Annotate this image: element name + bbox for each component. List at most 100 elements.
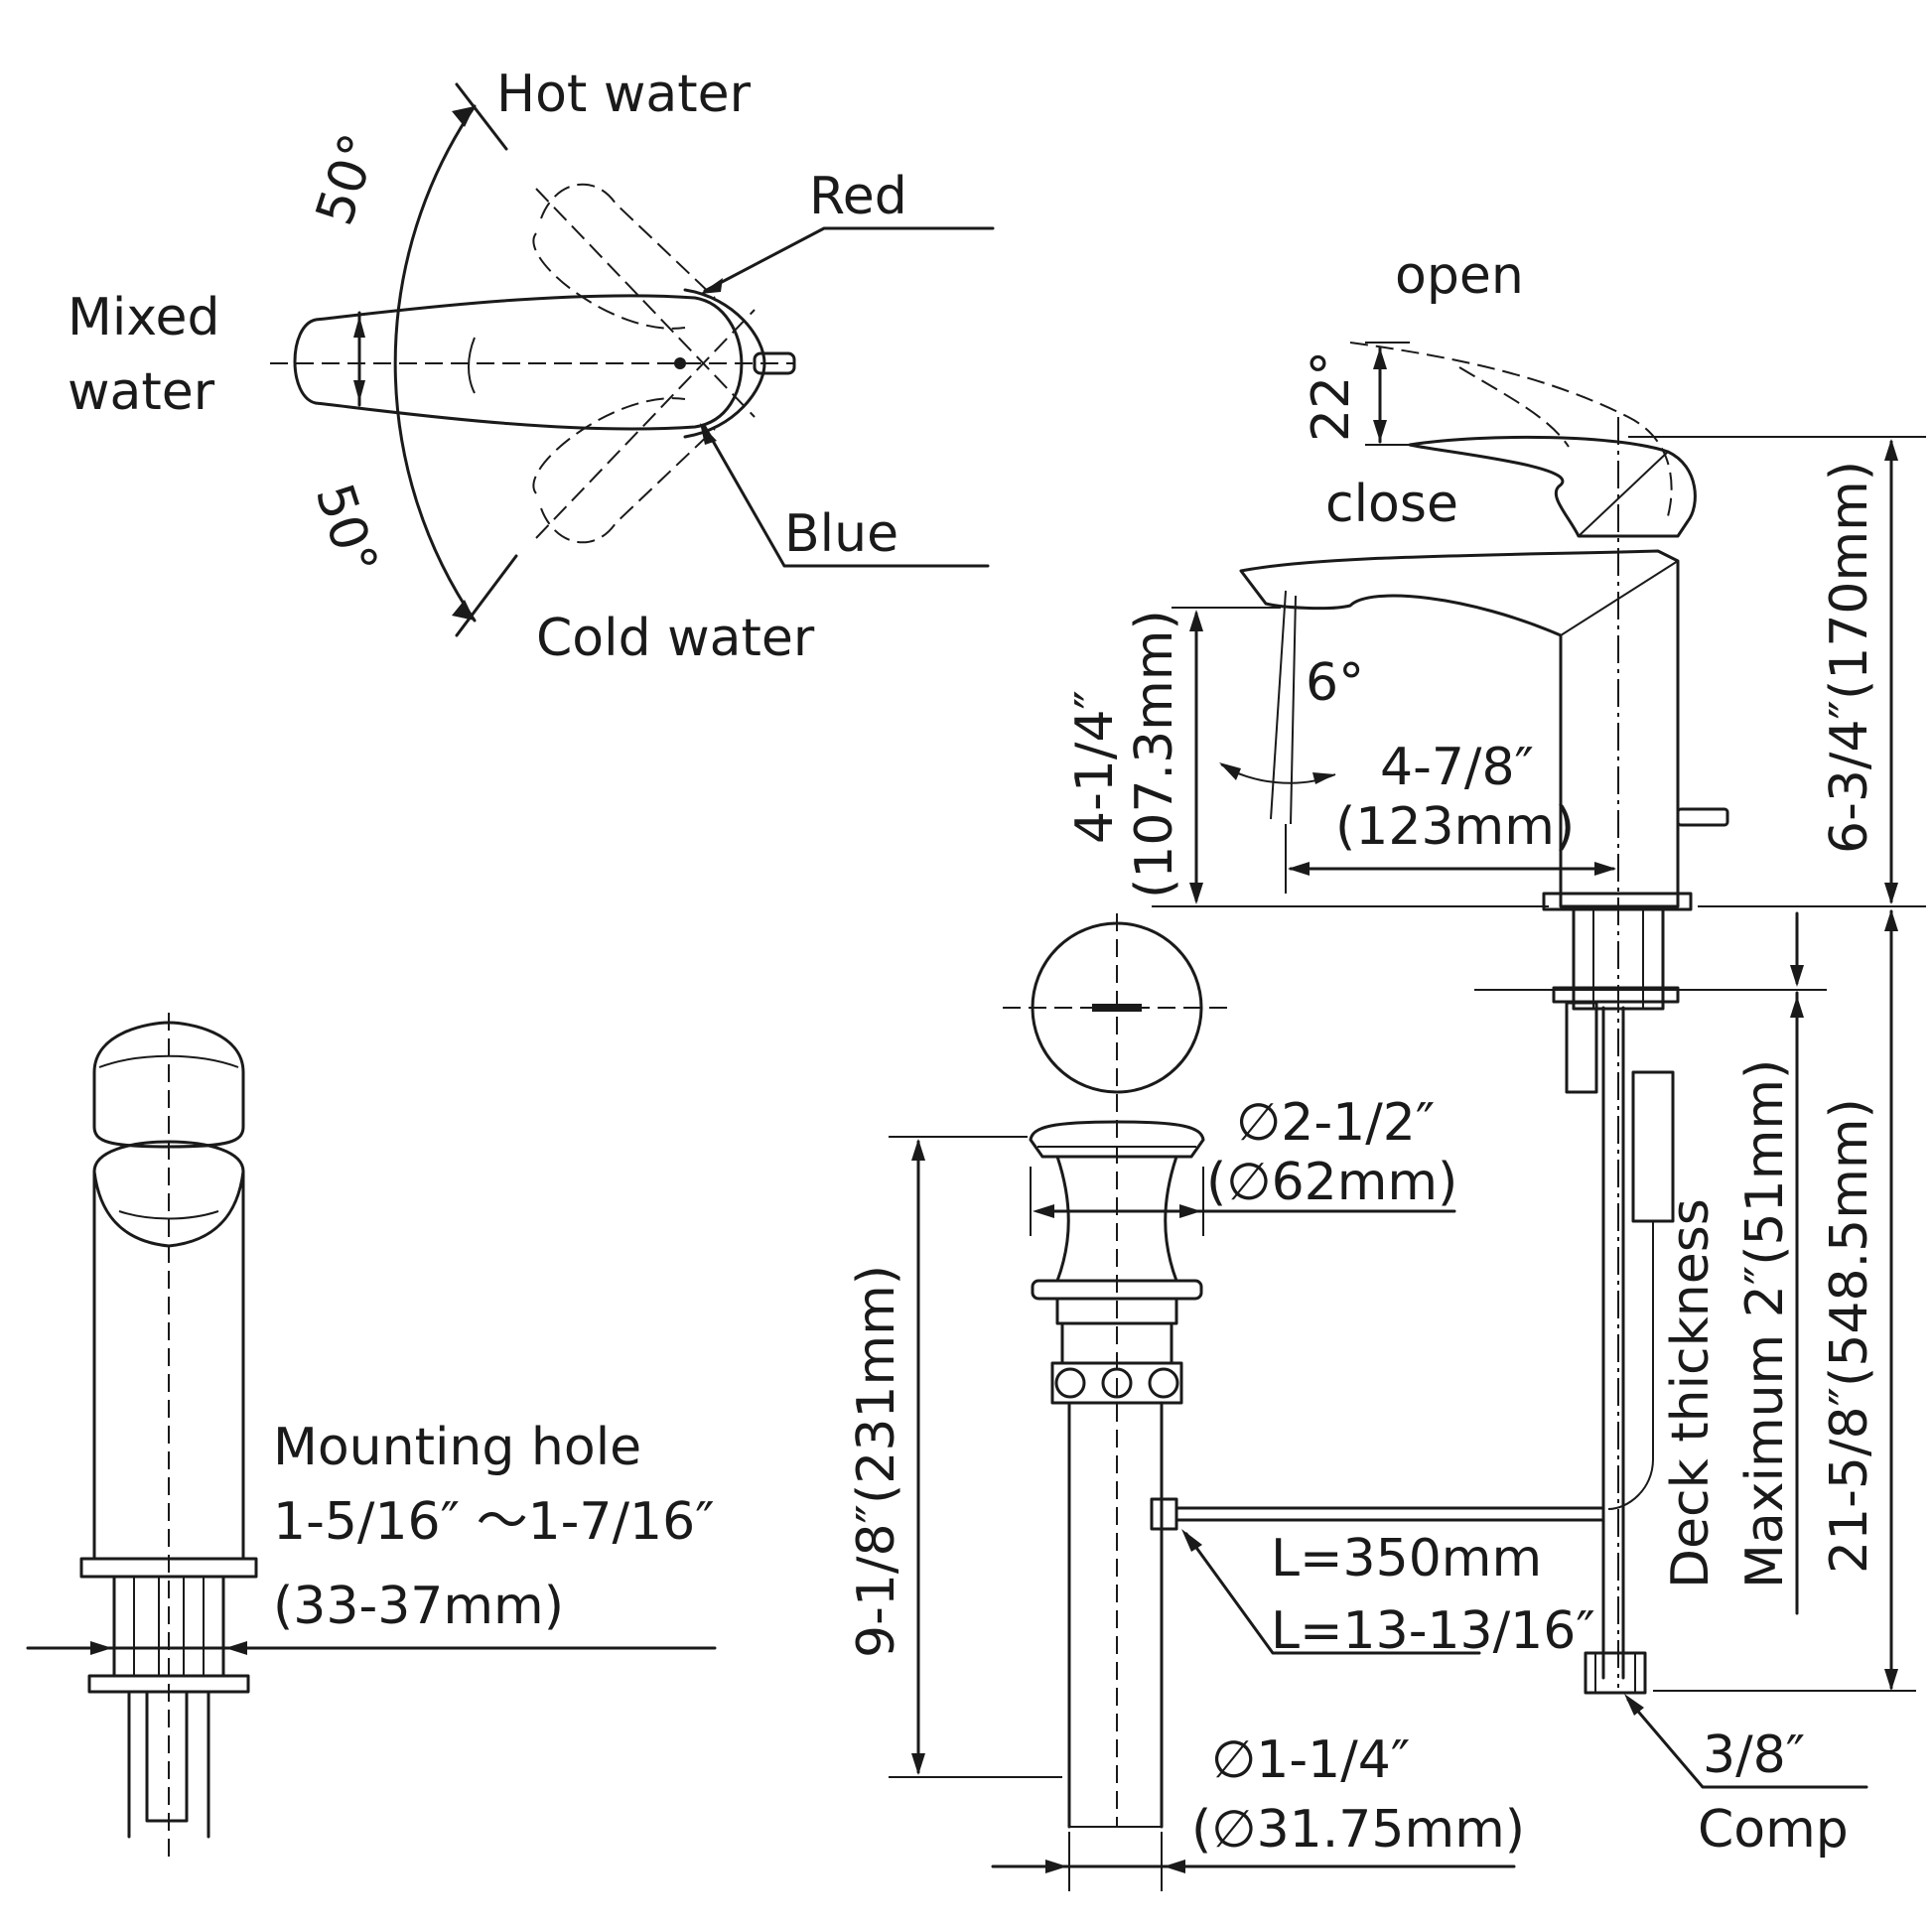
spout-arrow-left xyxy=(1219,762,1241,780)
drain-height-arrow-top xyxy=(911,1139,925,1161)
spout-height-arrow-top xyxy=(1189,610,1203,631)
reach-in-label: 4-7/8″ xyxy=(1380,738,1534,797)
rod-length-in-label: L=13-13/16″ xyxy=(1271,1601,1595,1661)
arc-arrow-top xyxy=(452,106,475,127)
faucet-side-view: 22° open close 6° 4-1/4″ (107.3mm) 4-7/8… xyxy=(1065,246,1926,1860)
mixed-water-label-2: water xyxy=(68,362,215,422)
blue-arrow xyxy=(700,423,717,445)
deck-thickness-label: Deck thickness xyxy=(1661,1198,1721,1588)
cartridge-body xyxy=(683,288,766,439)
spout-arrow-right xyxy=(1312,772,1335,784)
blue-leader xyxy=(703,425,990,568)
flange-arrow-right xyxy=(1179,1204,1201,1218)
deck-thickness-value: Maximum 2″(51mm) xyxy=(1735,1059,1795,1588)
mount-hole-mm-label: (33-37mm) xyxy=(273,1577,564,1636)
mixed-arrow-up xyxy=(353,316,365,338)
hot-limit-tick xyxy=(455,82,508,151)
drain-view: L=350mm L=13-13/16″ ∅2-1/2″ (∅62mm) 9-1/… xyxy=(847,913,1605,1891)
rotation-arc xyxy=(393,104,477,622)
mount-hole-label: Mounting hole xyxy=(273,1418,641,1477)
handle-cold-ghost-lower xyxy=(532,397,686,494)
faucet-front-view: Mounting hole 1-5/16″ ～1-7/16″ (33-37mm) xyxy=(26,1013,717,1857)
cold-water-label: Cold water xyxy=(536,609,815,668)
drain-nut-bolt-2 xyxy=(1101,1367,1133,1399)
cold-angle-label: 50° xyxy=(304,477,389,582)
cold-limit-tick xyxy=(455,554,518,637)
cold-centerline xyxy=(535,309,756,539)
reach-arrow-right xyxy=(1594,862,1616,876)
handle-inner-curve xyxy=(468,337,476,394)
pivot-rod-nut xyxy=(1150,1497,1178,1531)
lever-arrow-bottom xyxy=(1373,420,1387,442)
reach-arrow-left xyxy=(1288,862,1310,876)
mount-hole-arrow-left xyxy=(90,1641,112,1655)
arc-arrow-bottom xyxy=(452,600,475,621)
tail-dia-mm-label: (∅31.75mm) xyxy=(1191,1800,1525,1860)
tail-arrow-right xyxy=(1164,1860,1185,1873)
lever-facet xyxy=(1578,451,1669,537)
popup-rod xyxy=(1607,1221,1654,1510)
rod-length-mm-label: L=350mm xyxy=(1271,1529,1542,1588)
close-label: close xyxy=(1325,475,1458,534)
shank-clip xyxy=(1565,1001,1598,1094)
handle-hot-ghost-lower xyxy=(532,232,686,330)
comp-arrow xyxy=(1624,1694,1644,1716)
open-label: open xyxy=(1395,246,1524,306)
drain-height-label: 9-1/8″(231mm) xyxy=(847,1265,906,1658)
lever-arrow-top xyxy=(1373,347,1387,369)
lever-open xyxy=(1349,342,1673,517)
tail-dia-in-label: ∅1-1/4″ xyxy=(1211,1730,1410,1790)
front-lever-face xyxy=(92,1140,245,1248)
red-arrow xyxy=(700,278,723,294)
below-deck-arrow-top xyxy=(1884,909,1898,931)
deck-arrow-bottom xyxy=(1790,965,1804,987)
front-handle-cap xyxy=(92,1021,245,1149)
shank-upper xyxy=(1572,907,1665,1011)
rod-leader xyxy=(1184,1532,1481,1655)
red-leader xyxy=(703,226,995,293)
hot-angle-label: 50° xyxy=(305,127,390,232)
total-height-arrow-bottom xyxy=(1884,883,1898,904)
drain-flange xyxy=(1029,1120,1205,1159)
spout-height-mm-label: (107.3mm) xyxy=(1125,610,1184,898)
drain-height-arrow-bottom xyxy=(911,1753,925,1775)
drain-nut-bolt-1 xyxy=(1054,1367,1086,1399)
faucet-body xyxy=(1239,549,1680,908)
spout-height-arrow-bottom xyxy=(1189,883,1203,904)
reach-mm-label: (123mm) xyxy=(1335,797,1575,857)
tail-arrow-left xyxy=(1045,1860,1067,1873)
total-height-arrow-top xyxy=(1884,439,1898,461)
spout-angle-line-2 xyxy=(1290,595,1297,825)
handle-mixed xyxy=(293,294,744,431)
handle-top-view: Hot water Cold water Mixed water 50° 50°… xyxy=(68,65,995,668)
flange-dia-mm-label: (∅62mm) xyxy=(1206,1153,1457,1212)
mixed-water-label-1: Mixed xyxy=(68,288,220,347)
front-popup-housing xyxy=(145,1690,189,1823)
total-height-label: 6-3/4″(170mm) xyxy=(1820,461,1879,854)
mixed-arrow-down xyxy=(353,380,365,402)
mount-hole-in-label: 1-5/16″ ～1-7/16″ xyxy=(273,1492,715,1552)
spout-angle-line-1 xyxy=(1270,590,1287,820)
popup-rod-knob xyxy=(1676,807,1729,827)
spout-height-in-label: 4-1/4″ xyxy=(1065,690,1125,844)
mounting-nut xyxy=(1552,986,1680,1004)
flange-dia-in-label: ∅2-1/2″ xyxy=(1236,1093,1435,1153)
comp-fitting xyxy=(1584,1651,1647,1695)
flange-arrow-left xyxy=(1033,1204,1054,1218)
rod-arrow xyxy=(1181,1529,1202,1552)
below-deck-arrow-bottom xyxy=(1884,1669,1898,1691)
mount-hole-arrow-right xyxy=(225,1641,247,1655)
below-deck-label: 21-5/8″(548.5mm) xyxy=(1820,1098,1879,1574)
drain-nut-bolt-3 xyxy=(1148,1367,1179,1399)
comp-size-label: 3/8″ xyxy=(1703,1725,1805,1785)
hot-water-label: Hot water xyxy=(496,65,752,124)
drain-top-slot xyxy=(1092,1004,1142,1012)
lever-open-inner xyxy=(1458,366,1570,448)
drain-nut-2 xyxy=(1050,1361,1183,1405)
handle-hot-ghost xyxy=(540,183,716,299)
pivot-dot xyxy=(674,357,686,369)
comp-type-label: Comp xyxy=(1698,1800,1849,1860)
red-label: Red xyxy=(809,167,907,226)
lever-closed xyxy=(1408,435,1697,538)
